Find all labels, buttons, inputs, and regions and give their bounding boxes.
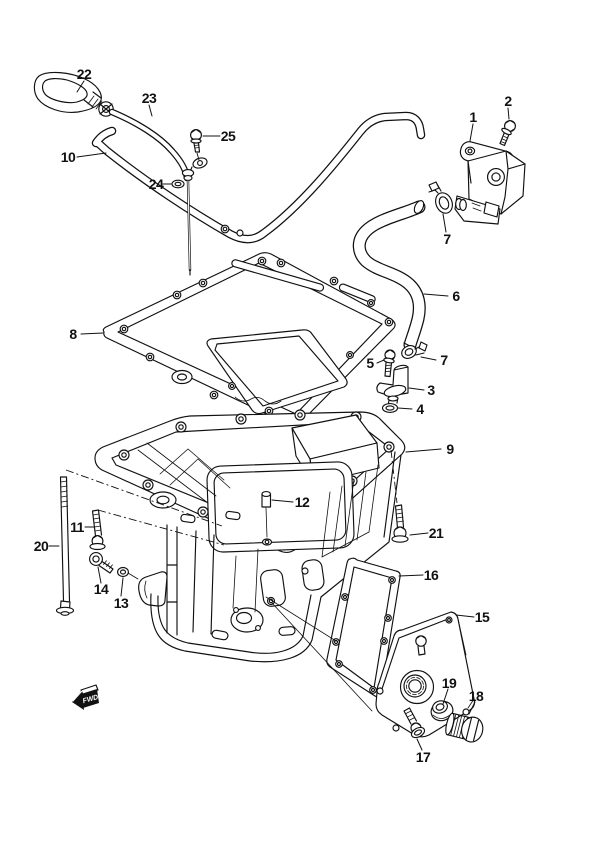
- hose-clamp-upper: [428, 181, 453, 214]
- callout-7-lower: 7: [440, 352, 448, 368]
- callout-25: 25: [220, 128, 236, 144]
- side-gasket: [326, 557, 401, 698]
- hose-clamp-lower: [401, 341, 428, 359]
- callout-22: 22: [76, 66, 92, 82]
- assembly-axis-left-2: [97, 509, 225, 546]
- callout-11: 11: [70, 519, 84, 535]
- fwd-label: FWD: [82, 694, 99, 705]
- bolt-25: [190, 129, 202, 161]
- drain-plug-18: [445, 712, 484, 743]
- callout-4: 4: [416, 401, 424, 417]
- o-ring-24: [171, 179, 185, 189]
- callout-24: 24: [148, 176, 164, 192]
- oil-pan: [94, 409, 406, 663]
- bolt-17: [403, 707, 426, 739]
- cover-fitting: [415, 635, 427, 656]
- holder-bar: [91, 111, 426, 244]
- seal-19: [430, 700, 454, 722]
- bolt-11: [89, 509, 106, 551]
- callout-18: 18: [468, 688, 484, 704]
- callout-13: 13: [113, 595, 129, 611]
- callout-8: 8: [69, 326, 77, 342]
- callout-9: 9: [446, 441, 454, 457]
- callout-14: 14: [93, 581, 109, 597]
- projection-line-1: [271, 602, 373, 712]
- callout-5: 5: [366, 355, 374, 371]
- callout-20: 20: [33, 538, 49, 554]
- callout-2: 2: [504, 93, 512, 109]
- upper-gasket: [102, 252, 396, 427]
- callout-10: 10: [60, 149, 76, 165]
- callout-12: 12: [294, 494, 310, 510]
- callout-7-upper: 7: [443, 231, 451, 247]
- engine-mount: [454, 141, 526, 225]
- callout-16: 16: [423, 567, 439, 583]
- fwd-arrow: FWD: [72, 684, 99, 710]
- dowel-pin: [261, 491, 273, 546]
- callout-6: 6: [452, 288, 460, 304]
- bolt-2: [499, 120, 516, 147]
- callout-3: 3: [427, 382, 435, 398]
- callout-15: 15: [474, 609, 490, 625]
- bolt-20: [55, 476, 75, 616]
- projection-line-2: [265, 596, 337, 642]
- gasket-bolt-holes: [119, 256, 394, 416]
- callout-17: 17: [415, 749, 431, 765]
- callout-21: 21: [428, 525, 444, 541]
- callout-23: 23: [141, 90, 157, 106]
- bolt-5: [383, 349, 396, 378]
- leader-lines: [48, 80, 510, 751]
- gasket-washer-13: [117, 566, 139, 580]
- bolt-21: [390, 449, 409, 543]
- drain-bolt-14: [89, 552, 114, 574]
- assembly-axis-left: [65, 469, 223, 527]
- callout-19: 19: [441, 675, 457, 691]
- dipstick-assembly: [33, 71, 208, 276]
- o-ring-4: [381, 403, 399, 413]
- breather-hose: [352, 200, 426, 352]
- callout-1: 1: [469, 109, 477, 125]
- oil-union: [376, 364, 409, 404]
